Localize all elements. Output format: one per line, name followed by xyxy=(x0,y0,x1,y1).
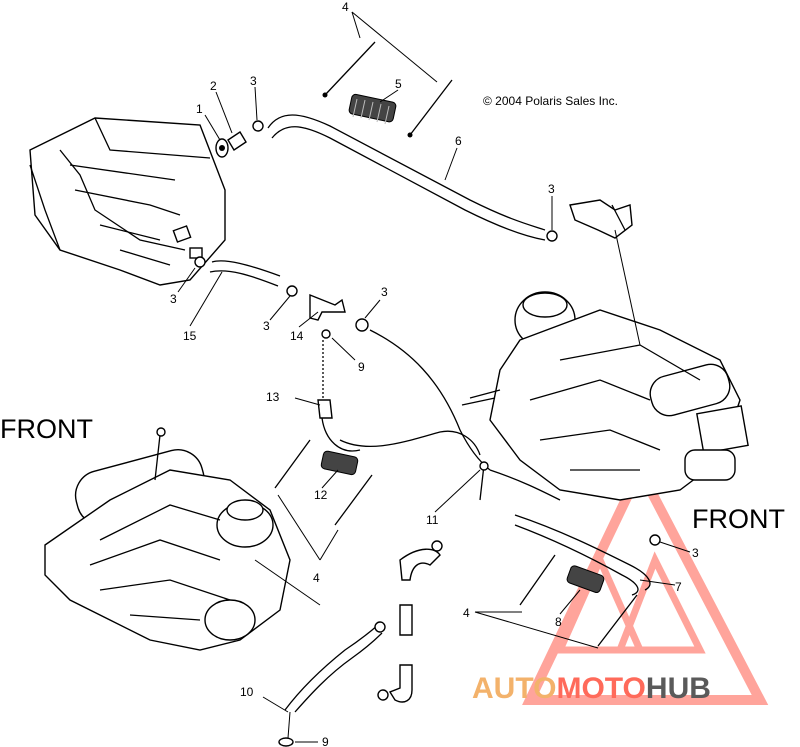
callout-9: 9 xyxy=(322,735,329,747)
engine-left xyxy=(44,427,321,651)
callout-1: 1 xyxy=(196,102,203,116)
callout-11: 11 xyxy=(426,513,439,527)
rod-pair-middle xyxy=(274,439,373,561)
hose-10 xyxy=(278,621,386,747)
callout-3: 3 xyxy=(381,285,388,299)
hose-6 xyxy=(267,114,546,241)
rod-pair-top xyxy=(322,11,453,138)
rod-pair-lower-right xyxy=(474,554,638,649)
callout-15: 15 xyxy=(183,329,197,343)
airbox-assembly xyxy=(29,117,226,286)
callout-3: 3 xyxy=(250,74,257,88)
watermark-hub: HUB xyxy=(646,672,711,705)
callout-9: 9 xyxy=(358,360,365,374)
callout-3: 3 xyxy=(170,292,177,306)
elbow-lower-center xyxy=(377,540,443,703)
callout-4: 4 xyxy=(313,571,320,585)
watermark-text: AUTOMOTOHUB xyxy=(472,672,711,705)
leader-lines xyxy=(177,86,691,743)
callout-14: 14 xyxy=(290,329,304,343)
callout-12: 12 xyxy=(314,488,328,502)
copyright-text: © 2004 Polaris Sales Inc. xyxy=(483,94,618,108)
tee-fitting-14 xyxy=(309,293,369,339)
callout-13: 13 xyxy=(266,390,280,404)
hose-13 xyxy=(317,329,491,471)
fitting-11 xyxy=(479,461,561,501)
callout-4: 4 xyxy=(463,606,470,620)
sleeve-part-5 xyxy=(348,93,397,125)
callout-6: 6 xyxy=(455,134,462,148)
callout-8: 8 xyxy=(555,615,562,629)
callout-5: 5 xyxy=(395,77,402,91)
callout-10: 10 xyxy=(240,685,254,699)
callout-2: 2 xyxy=(210,79,217,93)
hose-15 xyxy=(194,256,298,297)
watermark-auto: AUTO xyxy=(472,672,556,705)
callout-labels: 1 2 3 4 5 6 3 3 15 3 14 3 9 13 12 11 4 3… xyxy=(170,0,699,747)
elbow-upper-right xyxy=(546,199,633,242)
callout-4: 4 xyxy=(342,0,349,14)
callout-7: 7 xyxy=(675,580,682,594)
front-label-left: FRONT xyxy=(0,414,93,444)
watermark-moto: MOTO xyxy=(556,672,645,705)
hose-7 xyxy=(514,514,661,596)
callout-3: 3 xyxy=(548,182,555,196)
fittings-upper-left xyxy=(215,120,264,158)
callout-3: 3 xyxy=(692,546,699,560)
engine-right xyxy=(461,229,749,501)
callout-3: 3 xyxy=(263,319,270,333)
front-label-right: FRONT xyxy=(692,504,785,534)
